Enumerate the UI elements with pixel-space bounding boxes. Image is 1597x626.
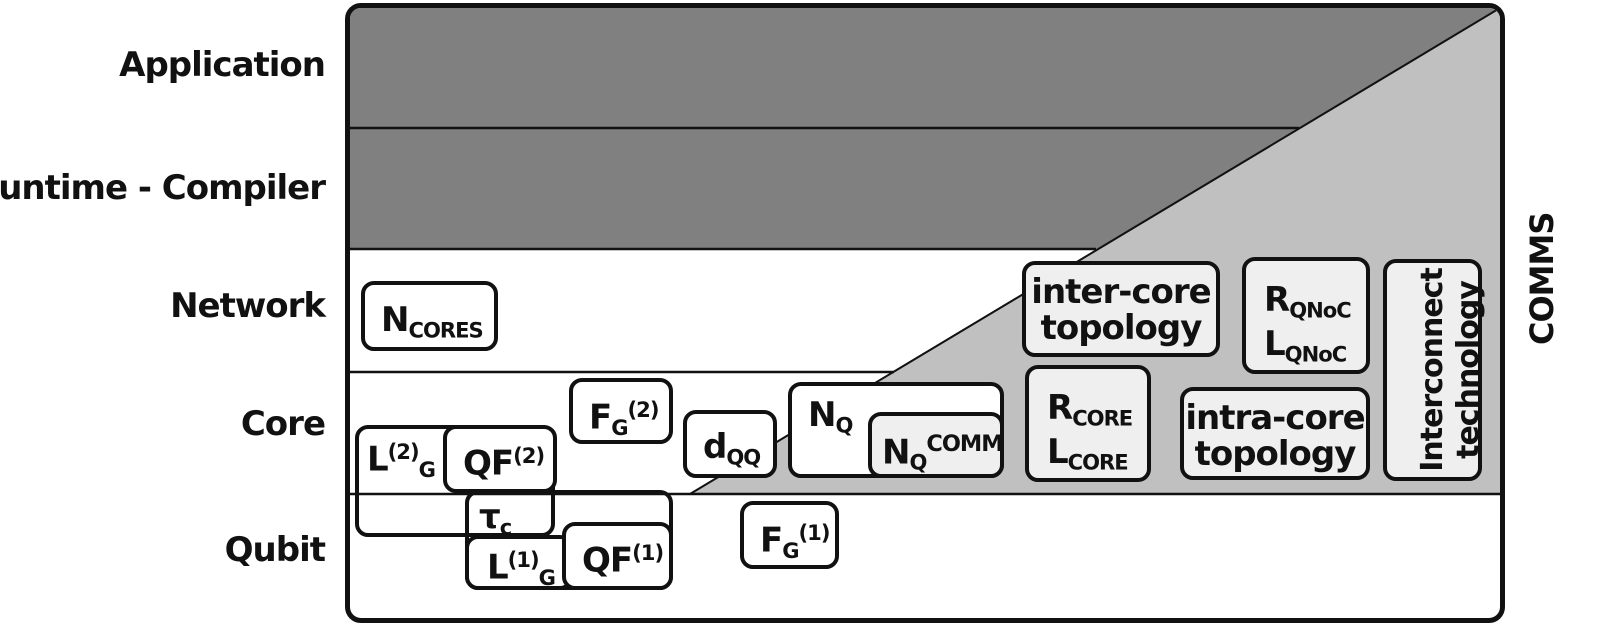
n-q-main: N xyxy=(808,395,836,435)
fg2-sub: G xyxy=(611,414,628,440)
intra-core-line1: intra-core xyxy=(1185,398,1365,438)
fg2-main: F xyxy=(589,397,612,438)
r-qnoc-main: R xyxy=(1264,280,1290,320)
layer-label-core: Core xyxy=(240,404,326,444)
layer-label-runtime-compiler: Runtime - Compiler xyxy=(0,168,326,208)
inter-core-line2: topology xyxy=(1040,308,1203,348)
d-qq-main: d xyxy=(703,427,727,467)
n-q-comm-main: N xyxy=(882,432,910,473)
layer-label-qubit: Qubit xyxy=(224,530,326,570)
r-core-main: R xyxy=(1047,388,1073,428)
r-qnoc-sub: QNoC xyxy=(1289,297,1352,323)
lg2-sup: (2) xyxy=(387,439,420,464)
lg1-sup: (1) xyxy=(507,547,540,572)
tau-c-main: τ xyxy=(479,497,501,537)
n-q-comm-sub: Q xyxy=(909,449,927,475)
l-core-main: L xyxy=(1047,432,1069,472)
interconnect-line1: Interconnect xyxy=(1415,268,1450,472)
n-cores-main: N xyxy=(381,300,409,340)
layer-label-network: Network xyxy=(170,286,326,326)
l-core-sub: CORE xyxy=(1067,449,1129,475)
lg1-main: L xyxy=(487,547,509,588)
layer-label-application: Application xyxy=(119,45,326,85)
box-intra-core-topology: intra-core topology xyxy=(1180,387,1370,480)
l-qnoc-main: L xyxy=(1264,324,1286,364)
interconnect-line2: technology xyxy=(1451,281,1486,459)
box-d-qq: dQQ xyxy=(683,410,777,478)
box-qf1: QF(1) xyxy=(562,522,673,590)
box-lg1: L(1)G xyxy=(465,535,573,590)
comms-label: COMMS xyxy=(1523,212,1561,345)
fg1-sub: G xyxy=(782,537,799,563)
box-n-cores: NCORES xyxy=(361,281,498,351)
box-inter-core-topology: inter-core topology xyxy=(1022,261,1220,357)
lg2-sub: G xyxy=(418,456,436,482)
n-q-comm-sup: COMM xyxy=(926,431,1003,457)
inter-core-line1: inter-core xyxy=(1031,272,1211,312)
fg1-sup: (1) xyxy=(798,520,831,545)
n-q-sub: Q xyxy=(835,412,853,438)
tau-c-sub: c xyxy=(499,514,512,540)
box-r-l-core: RCORE LCORE xyxy=(1025,365,1151,482)
box-fg2: FG(2) xyxy=(569,378,673,444)
qf1-sup: (1) xyxy=(632,540,664,565)
fg2-sup: (2) xyxy=(627,397,660,422)
lg1-sub: G xyxy=(538,564,556,590)
box-fg1: FG(1) xyxy=(740,501,839,569)
fg1-main: F xyxy=(760,520,783,561)
l-qnoc-sub: QNoC xyxy=(1284,341,1348,367)
box-qf2: QF(2) xyxy=(443,425,557,493)
box-r-l-qnoc: RQNoC LQNoC xyxy=(1242,257,1370,374)
qf1-main: QF xyxy=(582,540,633,581)
d-qq-sub: QQ xyxy=(726,444,761,470)
qf2-main: QF xyxy=(463,443,514,484)
n-cores-sub: CORES xyxy=(408,317,483,343)
qf2-sup: (2) xyxy=(513,443,545,468)
lg2-main: L xyxy=(367,439,389,480)
r-core-sub: CORE xyxy=(1072,405,1133,431)
intra-core-line2: topology xyxy=(1194,434,1357,474)
box-interconnect-technology: Interconnect technology xyxy=(1383,259,1486,481)
box-n-q-comm: NQCOMM xyxy=(868,412,1004,478)
